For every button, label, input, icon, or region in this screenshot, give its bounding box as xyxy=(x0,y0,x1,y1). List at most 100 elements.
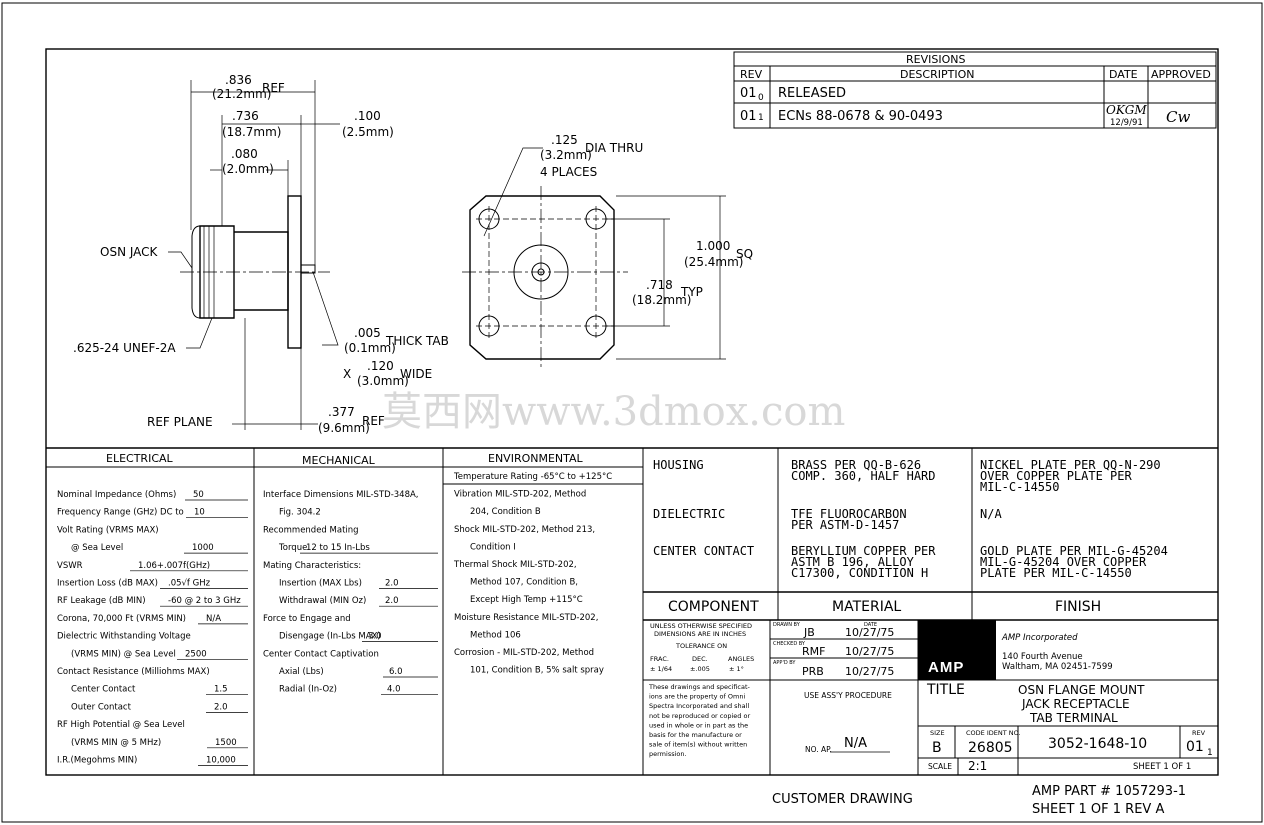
amp-part-number: AMP PART # 1057293-1 xyxy=(1032,784,1186,799)
svg-text:DEC.: DEC. xyxy=(692,655,708,663)
company-address-2: Waltham, MA 02451-7599 xyxy=(1002,662,1113,672)
front-view xyxy=(462,147,726,368)
svg-text:TOLERANCE ON: TOLERANCE ON xyxy=(675,642,727,650)
environmental-line-3: Shock MIL-STD-202, Method 213, xyxy=(454,525,595,535)
drawn-by: JB xyxy=(803,626,815,639)
sheet-number: SHEET 1 OF 1 xyxy=(1133,762,1191,772)
finish-2-2: PLATE PER MIL-C-14550 xyxy=(980,566,1132,580)
svg-text:FRAC.: FRAC. xyxy=(650,655,669,663)
dim-120-mm: (3.0mm) xyxy=(357,374,409,388)
svg-text:CHECKED BY: CHECKED BY xyxy=(773,641,806,647)
dim-836-mm: (21.2mm) xyxy=(212,87,271,101)
checked-by: RMF xyxy=(802,645,825,658)
electrical-value-9: 2500 xyxy=(185,649,207,659)
rev-row-1-rev: 01 xyxy=(740,109,757,124)
electrical-value-0: 50 xyxy=(193,490,204,500)
mechanical-label-0: Interface Dimensions MIL-STD-348A, xyxy=(263,490,419,500)
mechanical-label-10: Axial (Lbs) xyxy=(279,667,324,677)
spec-grid xyxy=(46,447,1218,775)
material-0-1: COMP. 360, HALF HARD xyxy=(791,469,936,483)
electrical-label-10: Contact Resistance (Milliohms MAX) xyxy=(57,667,210,677)
prop-note-line-3: not be reproduced or copied or xyxy=(649,712,750,720)
component-0: HOUSING xyxy=(653,458,704,472)
size-value: B xyxy=(932,740,942,756)
rev-row-1-date-signature: OKGM xyxy=(1106,103,1147,117)
environmental-line-4: Condition I xyxy=(470,542,516,552)
dim-080: .080 xyxy=(231,147,258,161)
dim-1000-mm: (25.4mm) xyxy=(684,255,743,269)
svg-text:ANGLES: ANGLES xyxy=(728,655,754,663)
rev-row-0-rev: 01 xyxy=(740,86,757,101)
tolerance-block: UNLESS OTHERWISE SPECIFIED DIMENSIONS AR… xyxy=(650,622,754,673)
label-thread: .625-24 UNEF-2A xyxy=(73,341,176,355)
component-header: COMPONENT xyxy=(668,599,759,615)
prop-note-line-2: Spectra Incorporated and shall xyxy=(649,702,749,710)
mechanical-value-11: 4.0 xyxy=(387,685,401,695)
mechanical-label-3: Torque xyxy=(278,543,307,553)
prop-note-line-6: sale of item(s) without written xyxy=(649,741,747,749)
electrical-value-14: 1500 xyxy=(215,738,237,748)
dim-736-mm: (18.7mm) xyxy=(222,125,281,139)
svg-text:UNLESS OTHERWISE SPECIFIED: UNLESS OTHERWISE SPECIFIED xyxy=(650,622,752,630)
finish-2-0: GOLD PLATE PER MIL-G-45204 xyxy=(980,544,1168,558)
signature-block: DRAWN BY DATE JB 10/27/75 CHECKED BY RMF… xyxy=(773,622,894,678)
electrical-value-7: N/A xyxy=(206,614,221,624)
dim-ref-1: REF xyxy=(262,81,285,95)
dim-080-mm: (2.0mm) xyxy=(222,162,274,176)
mechanical-value-5: 2.0 xyxy=(385,579,399,589)
amp-logo-block xyxy=(918,620,996,680)
electrical-value-15: 10,000 xyxy=(206,756,236,766)
electrical-label-4: VSWR xyxy=(57,561,83,571)
title-block xyxy=(643,620,1218,775)
label-osn-jack: OSN JACK xyxy=(100,245,159,259)
code-ident-value: 26805 xyxy=(968,740,1013,756)
dim-718: .718 xyxy=(646,278,673,292)
company-address-1: 140 Fourth Avenue xyxy=(1002,652,1083,662)
checked-date: 10/27/75 xyxy=(845,645,894,658)
dim-hole: .125 xyxy=(551,133,578,147)
approved-by: PRB xyxy=(802,665,824,678)
drawing-frame xyxy=(45,48,1219,776)
mechanical-header: MECHANICAL xyxy=(302,454,376,467)
mechanical-value-8: 3.0 xyxy=(368,632,382,642)
amp-logo: AMP xyxy=(928,659,964,676)
electrical-label-14: (VRMS MIN @ 5 MHz) xyxy=(71,738,161,748)
environmental-header: ENVIRONMENTAL xyxy=(488,452,584,465)
environmental-line-6: Method 107, Condition B, xyxy=(470,578,578,588)
rev-row-0-sub: 0 xyxy=(758,93,764,103)
no-ap-value: N/A xyxy=(844,736,867,751)
electrical-label-3: @ Sea Level xyxy=(71,543,123,553)
environmental-list: Temperature Rating -65°C to +125°CVibrat… xyxy=(453,472,612,676)
label-x: X xyxy=(343,367,351,381)
mechanical-label-5: Insertion (MAX Lbs) xyxy=(279,579,362,589)
svg-text:± 1°: ± 1° xyxy=(729,665,744,673)
mechanical-label-1: Fig. 304.2 xyxy=(279,508,321,518)
mechanical-label-9: Center Contact Captivation xyxy=(263,649,379,659)
title-label: TITLE xyxy=(926,682,965,698)
material-header: MATERIAL xyxy=(832,599,901,615)
electrical-label-12: Outer Contact xyxy=(71,702,132,712)
rev-row-0-desc: RELEASED xyxy=(778,86,846,101)
rev-sub: 1 xyxy=(1207,748,1213,758)
dim-100-mm: (2.5mm) xyxy=(342,125,394,139)
mechanical-label-8: Disengage (In-Lbs MAX) xyxy=(279,632,381,642)
mechanical-label-4: Mating Characteristics: xyxy=(263,561,361,571)
electrical-label-15: I.R.(Megohms MIN) xyxy=(57,756,137,766)
svg-text:APP'D BY: APP'D BY xyxy=(773,660,796,666)
environmental-line-5: Thermal Shock MIL-STD-202, xyxy=(453,560,577,570)
code-ident-label: CODE IDENT NO. xyxy=(966,729,1021,737)
svg-text:± 1/64: ± 1/64 xyxy=(650,665,672,673)
material-2-2: C17300, CONDITION H xyxy=(791,566,928,580)
electrical-header: ELECTRICAL xyxy=(106,452,174,465)
material-1-1: PER ASTM-D-1457 xyxy=(791,518,899,532)
rev-row-1-date: 12/9/91 xyxy=(1110,118,1143,128)
dim-100: .100 xyxy=(354,109,381,123)
environmental-line-7: Except High Temp +115°C xyxy=(470,595,583,605)
electrical-label-5: Insertion Loss (dB MAX) xyxy=(57,579,158,589)
environmental-line-1: Vibration MIL-STD-202, Method xyxy=(454,490,586,500)
dimension-labels: .836 (21.2mm) REF .736 (18.7mm) .100 (2.… xyxy=(73,73,753,435)
finish-1-0: N/A xyxy=(980,507,1002,521)
